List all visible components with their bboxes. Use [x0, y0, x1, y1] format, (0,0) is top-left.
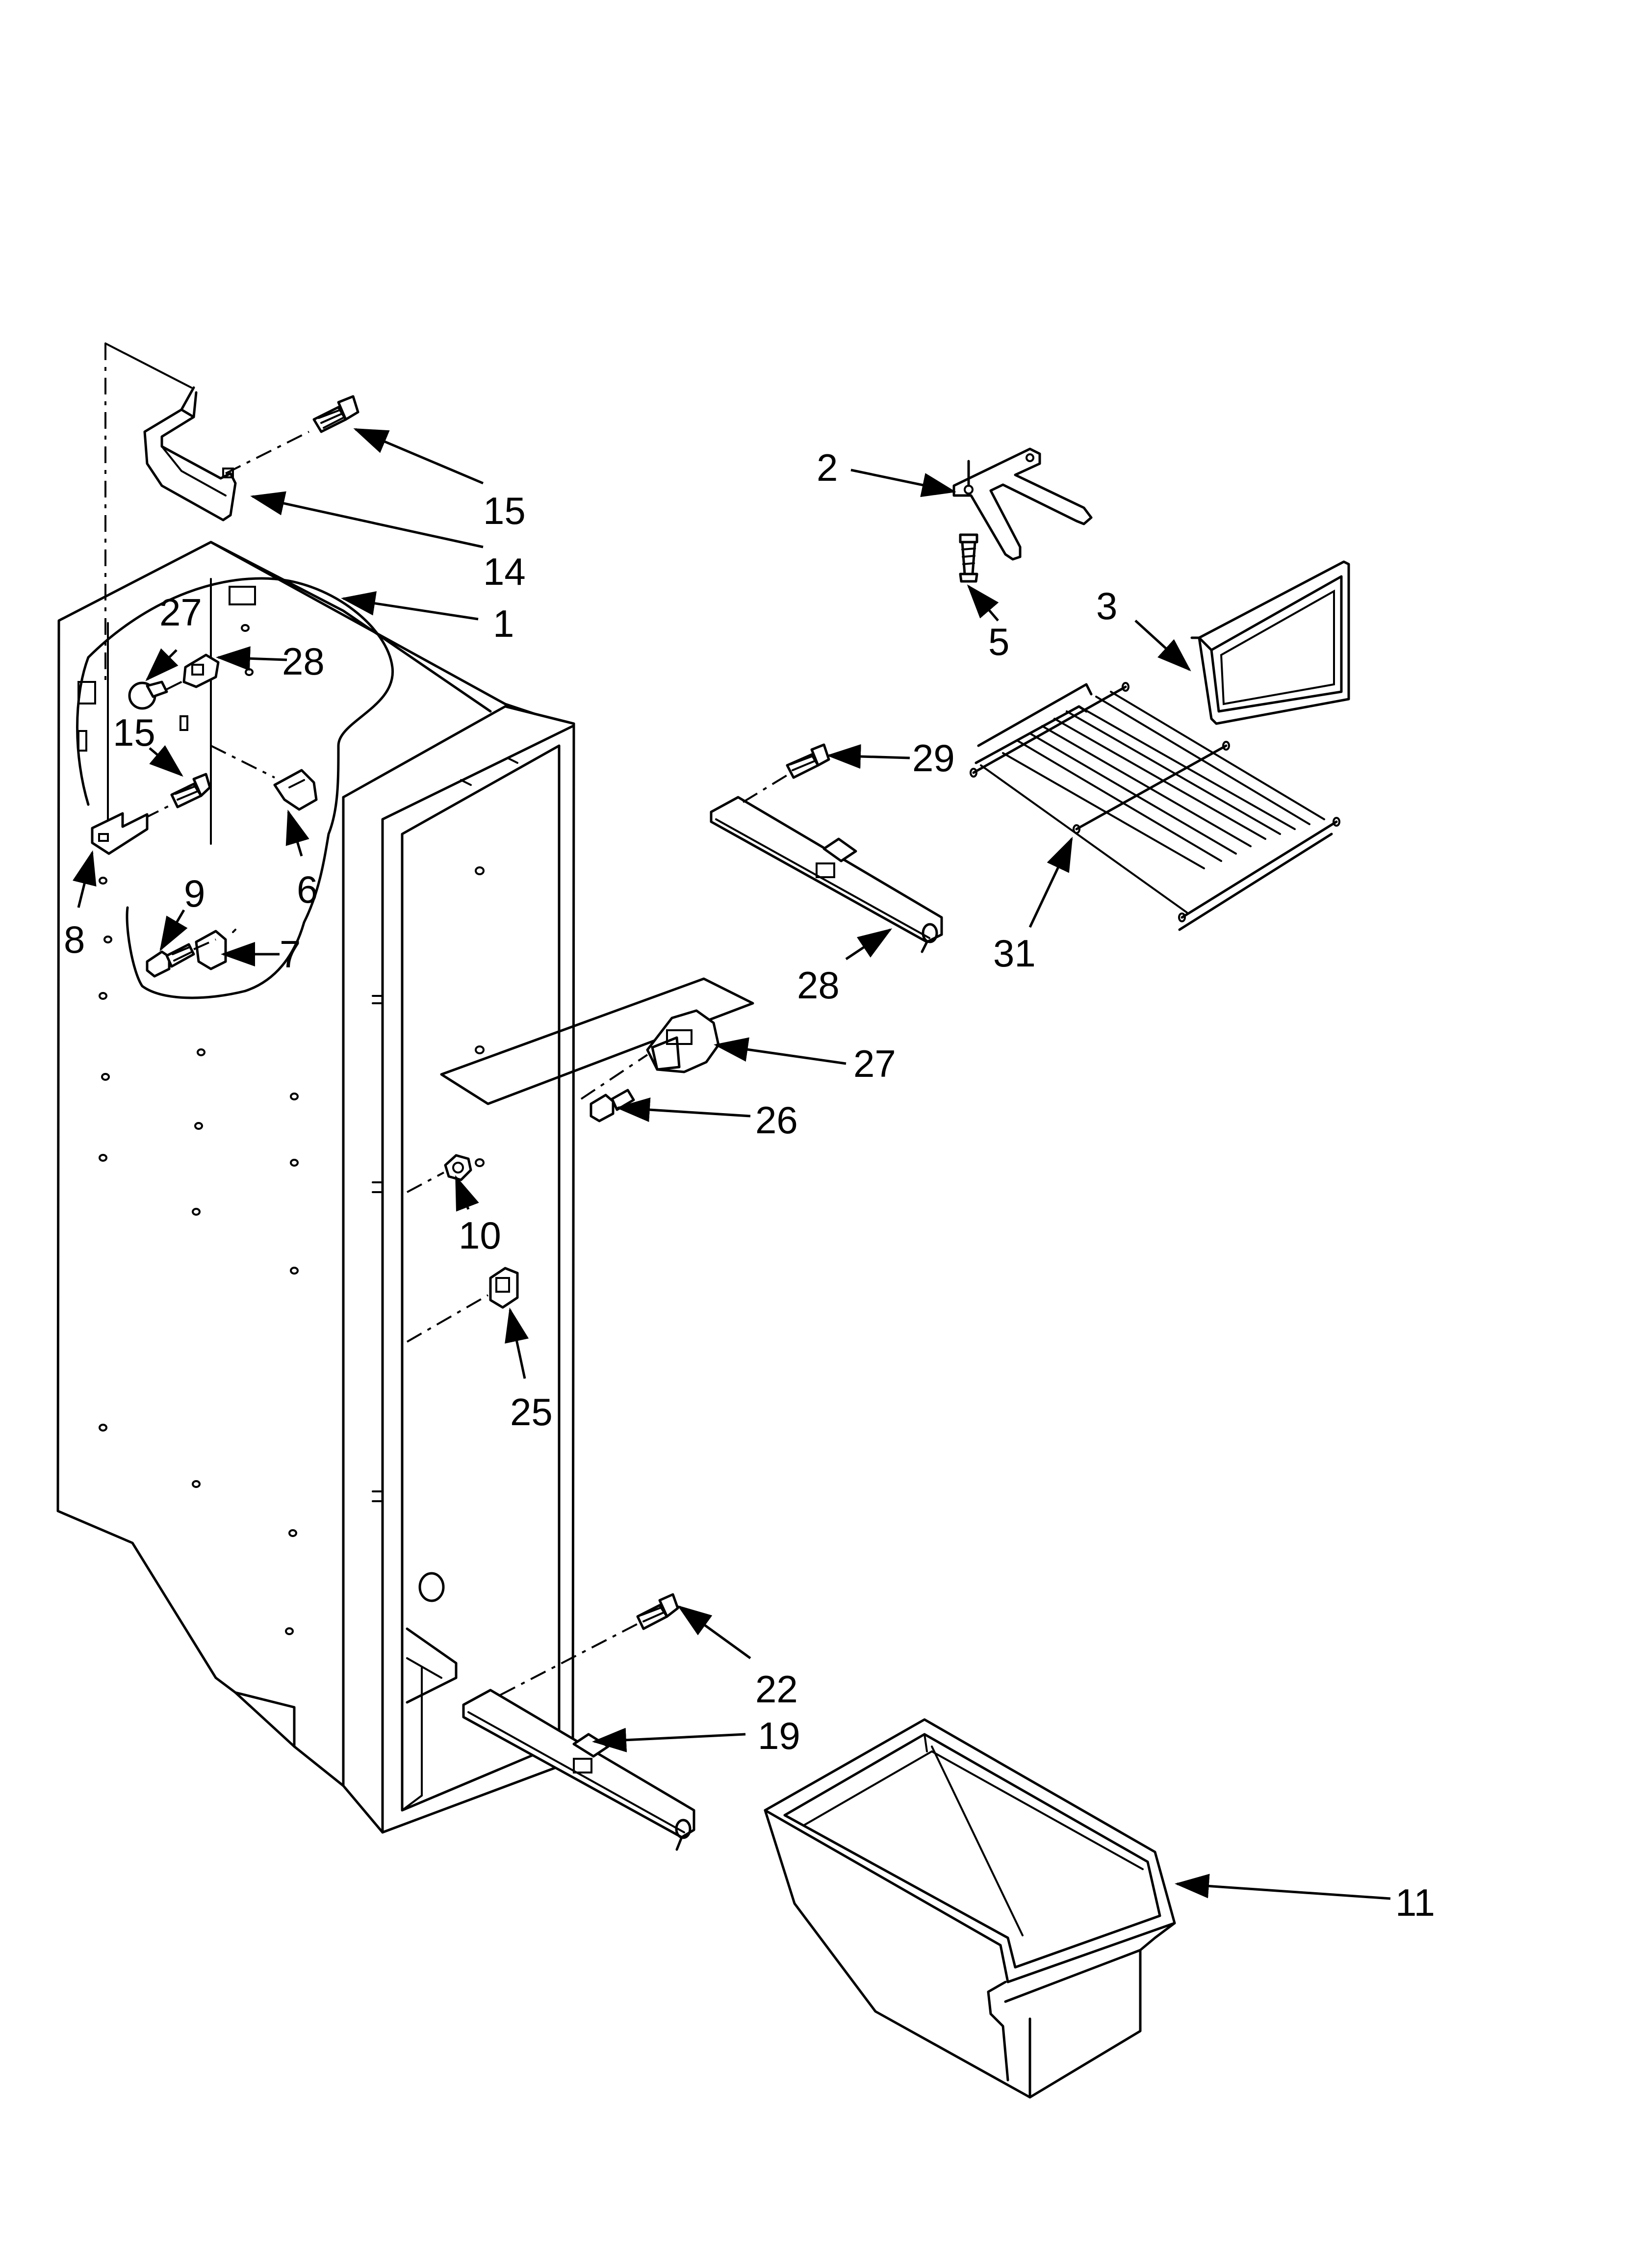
callout-28: 28	[797, 964, 840, 1007]
light-bulb-25	[128, 680, 168, 710]
callout-14: 14	[483, 550, 526, 593]
callout-15-top: 15	[483, 489, 526, 532]
liner-holes	[99, 624, 485, 1635]
callout-5: 5	[988, 620, 1009, 663]
callout-31: 31	[993, 932, 1036, 975]
callout-9: 9	[184, 872, 205, 915]
upper-shelf-rail-28	[710, 796, 943, 953]
screw-22	[590, 1089, 635, 1122]
storage-bin-11	[764, 1718, 1176, 2099]
top-hinge-bracket	[143, 386, 237, 521]
callout-27: 27	[853, 1042, 896, 1085]
callout-8: 8	[64, 918, 85, 961]
shelf-trim-3	[1190, 560, 1350, 725]
bracket-8	[91, 812, 149, 855]
callout-2: 2	[817, 446, 838, 489]
screw-5	[959, 533, 978, 583]
callout-10: 10	[459, 1214, 501, 1257]
leader-arrows	[72, 428, 1391, 1900]
callout-26: 28	[282, 640, 325, 683]
callout-19: 25	[510, 1390, 553, 1434]
callout-25: 27	[159, 591, 202, 634]
screw-29	[786, 743, 830, 779]
wire-shelf-31	[970, 682, 1340, 931]
screw-9	[146, 943, 195, 978]
callout-29: 29	[912, 736, 955, 780]
clip-6	[273, 769, 318, 811]
screw-15-top	[312, 395, 359, 433]
callout-17: 19	[758, 1714, 800, 1757]
callout-labels: 15 14 1 27 28 15 6 8 9 7 27 26 10 25 22 …	[64, 446, 1435, 1924]
screw-15-mid	[170, 773, 211, 808]
bracket-7	[195, 929, 236, 970]
callout-7: 7	[280, 933, 301, 976]
callout-15-mid: 15	[113, 711, 155, 754]
light-socket-26	[182, 653, 220, 688]
screw-18	[636, 1593, 679, 1630]
callout-6: 6	[297, 868, 318, 911]
callout-11: 11	[1395, 1881, 1435, 1924]
callout-18: 22	[755, 1668, 798, 1711]
screw-10	[444, 1154, 472, 1181]
lower-shelf-rail-17	[462, 1689, 695, 1851]
light-housing-27	[440, 977, 754, 1105]
callout-1: 1	[493, 602, 514, 645]
switch-19	[489, 1267, 519, 1309]
shelf-bracket-2	[952, 447, 1093, 561]
callout-3: 3	[1096, 584, 1117, 627]
callout-22: 26	[755, 1098, 798, 1142]
